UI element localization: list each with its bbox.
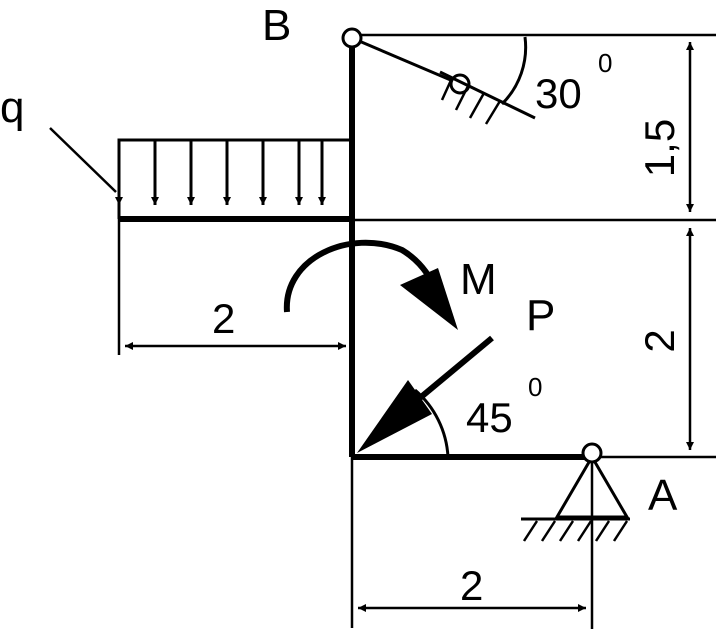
inclined-wall bbox=[439, 70, 536, 120]
label-point-b: B bbox=[262, 1, 291, 50]
angle-arc-45 bbox=[414, 388, 450, 458]
moment-arrowhead bbox=[400, 268, 458, 330]
q-leader-line bbox=[49, 127, 117, 193]
label-angle-45-degree: 0 bbox=[528, 372, 542, 402]
dim-label-mid-height: 2 bbox=[636, 329, 683, 352]
pin-support-a bbox=[521, 442, 630, 629]
moment-arrow bbox=[283, 239, 440, 313]
label-moment-m: M bbox=[460, 255, 497, 304]
label-force-p: P bbox=[526, 291, 555, 340]
force-p-arrowhead bbox=[357, 380, 432, 453]
dim-label-bottom-length: 2 bbox=[460, 562, 483, 609]
label-angle-30: 30 bbox=[535, 70, 582, 117]
label-angle-45: 45 bbox=[466, 394, 513, 441]
label-load-q: q bbox=[0, 83, 24, 132]
wall-hatching bbox=[440, 77, 502, 125]
pin-b bbox=[341, 27, 363, 49]
distributed-load bbox=[115, 138, 352, 219]
dim-label-left-length: 2 bbox=[212, 295, 235, 342]
rod-b bbox=[351, 36, 461, 86]
dim-label-top-height: 1,5 bbox=[636, 119, 683, 177]
label-point-a: A bbox=[648, 471, 678, 520]
label-angle-30-degree: 0 bbox=[598, 48, 612, 78]
angle-arc-30 bbox=[500, 36, 528, 106]
